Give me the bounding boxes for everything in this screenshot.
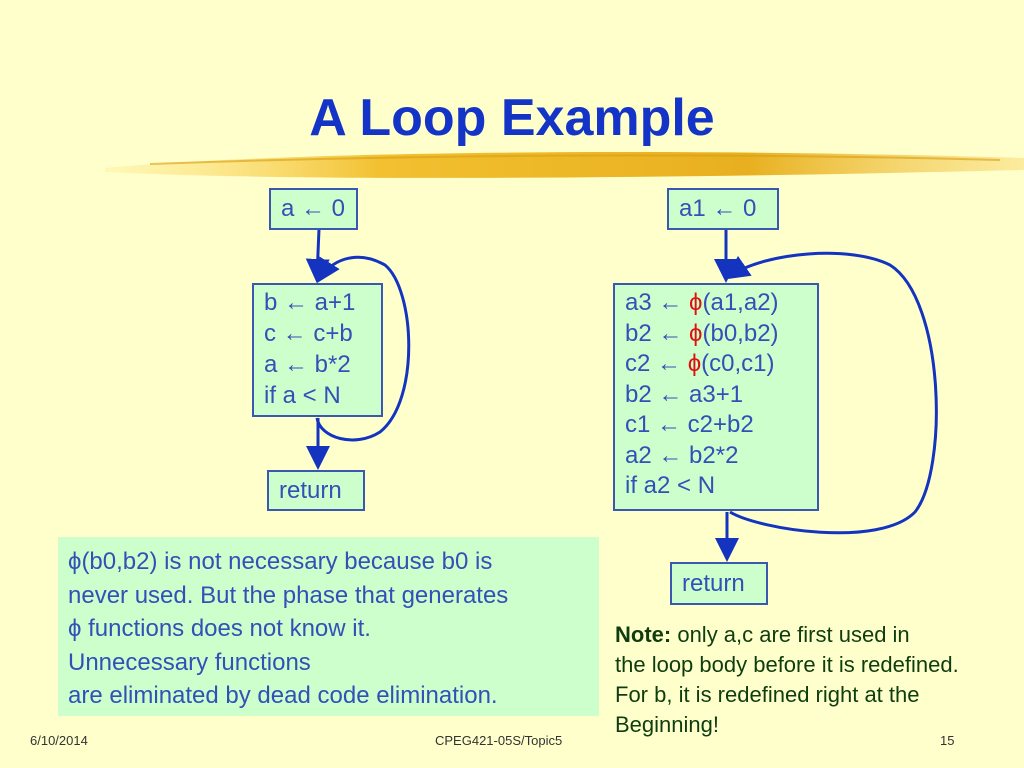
- note-label: Note:: [615, 622, 672, 647]
- statement: a ← b*2: [264, 351, 351, 378]
- phi-symbol: ϕ: [689, 289, 703, 316]
- right-loop-back-arrow: [725, 251, 938, 535]
- statement: b2 ← a3+1: [625, 380, 744, 408]
- left-loop-body-block: b ← a+1 c ← c+b a ← b*2 if a < N: [252, 283, 383, 417]
- explanation-line: ϕ(b0,b2) is not necessary because b0 is: [68, 548, 493, 575]
- right-exit-block: return: [670, 562, 768, 605]
- statement: if a < N: [264, 382, 341, 409]
- phi-symbol: ϕ: [689, 319, 703, 347]
- slide-title: A Loop Example: [309, 89, 715, 147]
- explanation-line: ϕ functions does not know it.: [68, 615, 371, 642]
- statement: if a2 < N: [625, 472, 716, 499]
- left-entry-block: a ← 0: [269, 188, 358, 230]
- left-loop-back-arrow: [315, 255, 411, 442]
- note-line: Beginning!: [615, 712, 719, 737]
- title-underline-brush: [105, 152, 1024, 178]
- footer-page-number: 15: [940, 733, 955, 748]
- statement: c ← c+b: [264, 320, 353, 347]
- statement: b2 ← ϕ(b0,b2): [625, 319, 779, 347]
- right-entry-block: a1 ← 0: [667, 188, 779, 230]
- statement: b ← a+1: [264, 289, 356, 316]
- note-line: the loop body before it is redefined.: [615, 652, 959, 677]
- statement: a ← 0: [281, 195, 346, 222]
- right-loop-body-block: a3 ← ϕ(a1,a2) b2 ← ϕ(b0,b2) c2 ← ϕ(c0,c1…: [613, 283, 819, 511]
- explanation-line: are eliminated by dead code elimination.: [68, 682, 498, 709]
- statement: c2 ← ϕ(c0,c1): [625, 350, 775, 377]
- side-note: Note: only a,c are first used in the loo…: [615, 620, 959, 740]
- note-line: only a,c are first used in: [671, 622, 910, 647]
- statement: return: [279, 477, 342, 504]
- statement: a3 ← ϕ(a1,a2): [625, 289, 779, 316]
- statement: a2 ← b2*2: [625, 441, 739, 469]
- left-entry-arrow: [305, 228, 330, 283]
- explanation-line: Unnecessary functions: [68, 648, 311, 676]
- note-line: For b, it is redefined right at the: [615, 682, 920, 707]
- explanation-line: never used. But the phase that generates: [68, 581, 509, 609]
- statement: c1 ← c2+b2: [625, 411, 754, 438]
- footer-course: CPEG421-05S/Topic5: [435, 733, 563, 748]
- explanation-box: ϕ(b0,b2) is not necessary because b0 is …: [58, 537, 599, 716]
- footer-date: 6/10/2014: [30, 733, 88, 748]
- statement: a1 ← 0: [679, 195, 757, 222]
- left-exit-block: return: [267, 470, 365, 511]
- statement: return: [682, 570, 745, 597]
- phi-symbol: ϕ: [687, 350, 702, 377]
